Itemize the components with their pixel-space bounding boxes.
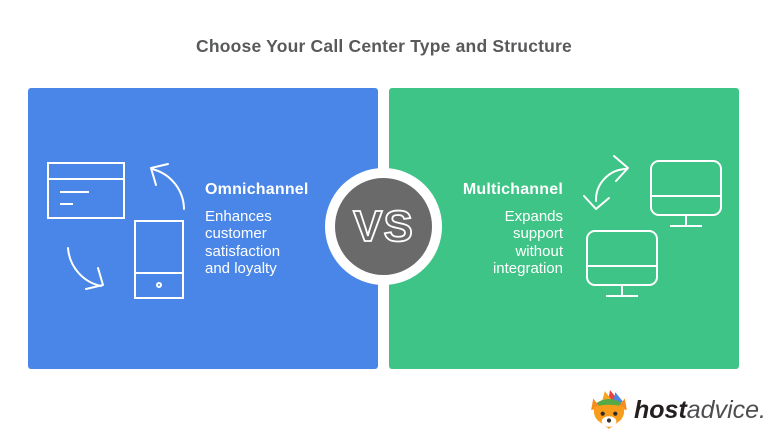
smartphone-icon bbox=[134, 220, 184, 299]
fox-mascot-icon bbox=[591, 390, 627, 429]
logo-wordmark: hostadvice. bbox=[634, 396, 766, 425]
description-line: support bbox=[512, 225, 563, 243]
description-line: Enhances bbox=[205, 208, 272, 225]
multichannel-panel: Multichannel Expands support without int… bbox=[389, 88, 739, 369]
description-line: customer bbox=[205, 225, 267, 243]
curved-arrow-upleft-icon bbox=[150, 163, 185, 210]
logo-word-advice: advice. bbox=[686, 395, 766, 424]
omnichannel-panel: Omnichannel Enhances customer satisfacti… bbox=[28, 88, 378, 369]
page-title: Choose Your Call Center Type and Structu… bbox=[196, 36, 572, 56]
browser-window-icon bbox=[47, 162, 125, 219]
vs-badge: VS bbox=[325, 168, 442, 285]
curved-arrow-downright-icon bbox=[67, 247, 104, 290]
multichannel-icons bbox=[583, 155, 722, 297]
omnichannel-icons bbox=[47, 162, 185, 299]
omnichannel-textblock: Omnichannel Enhances customer satisfacti… bbox=[205, 180, 309, 278]
monitor-icon bbox=[650, 160, 722, 227]
hostadvice-logo: hostadvice. bbox=[587, 388, 766, 432]
vs-label: VS bbox=[353, 202, 414, 251]
multichannel-heading: Multichannel bbox=[462, 181, 563, 198]
description-line: integration bbox=[492, 260, 563, 278]
omnichannel-heading: Omnichannel bbox=[205, 181, 309, 198]
vs-text-graphic: VS bbox=[352, 201, 414, 252]
description-line: without bbox=[515, 242, 563, 260]
omnichannel-description: Enhances customer satisfaction and loyal… bbox=[205, 208, 309, 278]
multichannel-description: Expands support without integration bbox=[463, 208, 563, 278]
logo-word-host: host bbox=[634, 395, 687, 424]
double-curved-arrow-icon bbox=[583, 155, 629, 210]
description-line: satisfaction bbox=[205, 242, 281, 260]
description-line: and loyalty bbox=[205, 260, 277, 278]
monitor-icon bbox=[586, 230, 658, 297]
description-line: Expands bbox=[504, 208, 563, 225]
multichannel-textblock: Multichannel Expands support without int… bbox=[463, 180, 563, 278]
